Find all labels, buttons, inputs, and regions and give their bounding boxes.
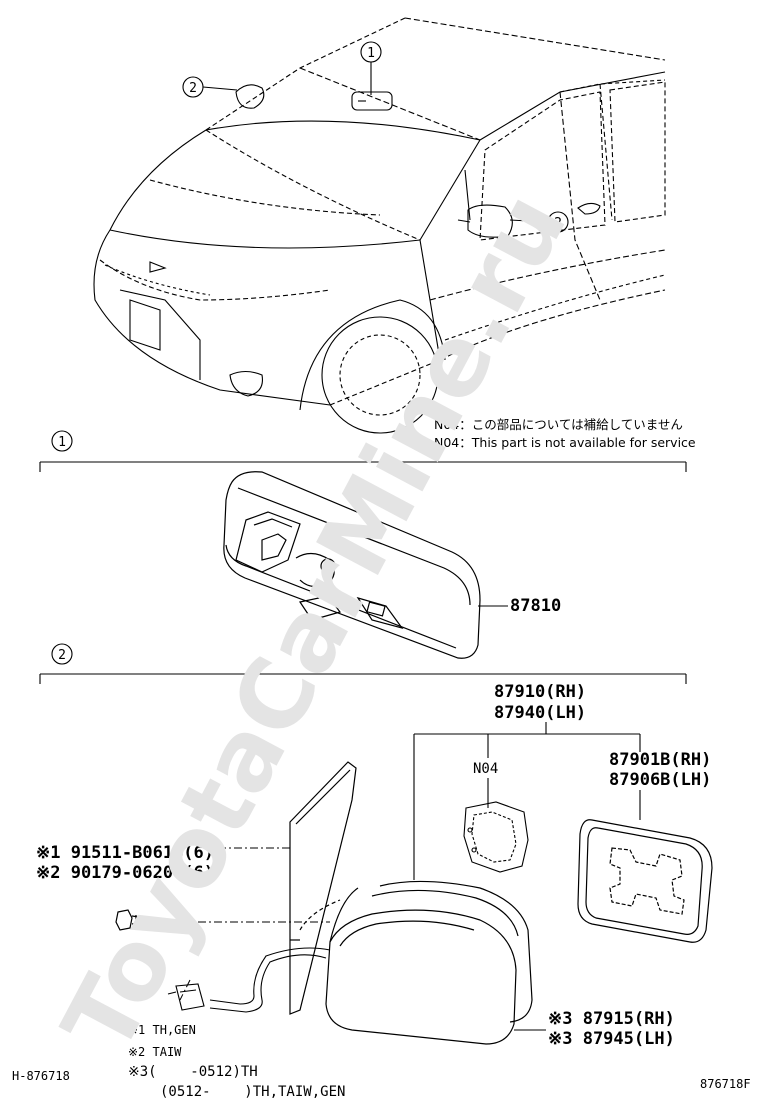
inner-rearview-mirror	[223, 471, 481, 659]
part-n04: N04	[473, 761, 498, 777]
section-2-marker	[39, 643, 687, 684]
section-1-number: 1	[58, 435, 66, 450]
callout-inner-mirror	[360, 41, 382, 95]
footnote-2: ※2 TAIW	[128, 1045, 182, 1059]
callout-side-mirror-left-number: 2	[189, 81, 197, 96]
watermark: ToyotaCarMine.ru	[41, 175, 588, 1070]
callout-side-mirror-left	[182, 76, 238, 98]
screw-leaders	[150, 847, 330, 1001]
diagram-id-left: H-876718	[12, 1069, 70, 1083]
outer-mirror-bracket	[413, 722, 641, 880]
note-en: N04：This part is not available for servi…	[434, 435, 696, 450]
mirror-housing	[299, 880, 533, 1045]
part-screw-1: ※1 91511-B0614(6)	[36, 843, 214, 863]
part-housing-rh: ※3 87915(RH)	[548, 1009, 675, 1029]
part-screw-2: ※2 90179-06208(6)	[36, 863, 214, 883]
footnote-1: ※1 TH,GEN	[128, 1023, 196, 1037]
part-87940-lh: 87940(LH)	[494, 703, 586, 723]
part-87810: 87810	[510, 596, 561, 616]
callout-side-mirror-right-number: 2	[554, 216, 562, 231]
screw	[115, 909, 147, 931]
footnote-4: (0512- )TH,TAIW,GEN	[160, 1084, 345, 1100]
diagram-id-right: 876718F	[700, 1077, 751, 1091]
part-87910-rh: 87910(RH)	[494, 682, 586, 702]
car-illustration	[93, 17, 666, 434]
mirror-base-plate	[289, 761, 357, 1015]
mirror-glass	[577, 819, 713, 943]
section-2-number: 2	[58, 648, 66, 663]
section-1-marker	[39, 430, 687, 472]
note-jp: N04：この部品については補給していません	[434, 417, 683, 432]
part-housing-lh: ※3 87945(LH)	[548, 1029, 675, 1049]
callout-inner-mirror-number: 1	[367, 46, 375, 61]
part-87901b-rh: 87901B(RH)	[609, 750, 711, 770]
footnote-3: ※3( -0512)TH	[128, 1064, 258, 1080]
part-87906b-lh: 87906B(LH)	[609, 770, 711, 790]
callout-side-mirror-right	[509, 211, 569, 233]
wiring-harness	[167, 947, 331, 1013]
mirror-cover-piece	[463, 801, 529, 873]
